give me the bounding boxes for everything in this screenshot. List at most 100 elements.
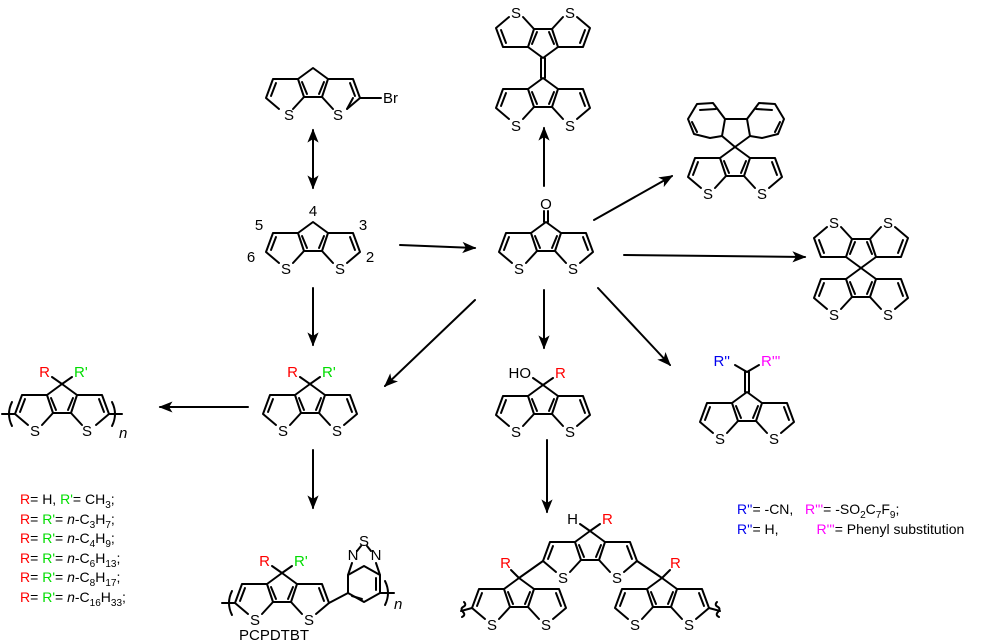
legend-text: = -SO — [823, 501, 861, 517]
legend-text: n — [67, 530, 75, 546]
atom-s: S — [304, 612, 314, 629]
atom-s: S — [511, 118, 521, 135]
r-label: R — [20, 530, 31, 546]
r-prime-label: R' — [60, 491, 73, 507]
substituent-r-triple-prime: R''' — [761, 353, 781, 370]
atom-s: S — [511, 5, 521, 22]
arrow-ketone-to-spirofluorene — [593, 175, 674, 221]
legend-text: = H, — [30, 491, 61, 507]
substituent-r: R — [602, 511, 613, 528]
r-double-prime-label: R'' — [737, 520, 753, 537]
legend-text: ; — [110, 530, 115, 546]
atom-s: S — [332, 423, 342, 440]
substituent-r: R — [500, 555, 511, 572]
arrow-cpdt-to-ketone — [399, 241, 477, 254]
arrows — [158, 126, 807, 514]
atom-s: S — [487, 617, 497, 634]
molecule-dialkyl-cpdt: R R' S S — [262, 364, 358, 440]
r-label: R — [20, 491, 31, 507]
r-triple-prime-label: R''' — [804, 501, 824, 517]
atom-s: S — [769, 431, 779, 448]
hydroxyl-label: HO — [509, 365, 532, 382]
arrow-ketone-to-spirobi — [623, 251, 807, 263]
legend-text: H — [95, 530, 106, 546]
atom-s: S — [511, 424, 521, 441]
legend-line: R''= H,R'''= Phenyl substitution — [737, 520, 964, 540]
atom-s: S — [883, 307, 893, 324]
atom-s: S — [829, 307, 839, 324]
legend-text: = -CN, — [752, 501, 794, 517]
substituent-r: R — [39, 364, 50, 381]
subscript: 7 — [875, 509, 882, 521]
atom-s: S — [514, 261, 524, 278]
subscript: 13 — [105, 558, 117, 570]
subscript: 7 — [105, 519, 111, 531]
atom-s: S — [684, 617, 694, 634]
molecule-pcpdt-polymer: R R' S S n — [1, 364, 127, 442]
substituent-r: R — [670, 555, 681, 572]
r-double-prime-label: R'' — [737, 501, 753, 517]
molecule-pcpdtbt: R R' S S S N N n PCPDTBT — [221, 533, 402, 644]
substituent-r-prime: R' — [74, 364, 88, 381]
legend-text: ; — [110, 491, 115, 507]
legend-text: = — [30, 588, 43, 605]
legend-line: R= R'= n-C6H13; — [20, 549, 126, 569]
legend-text: ; — [895, 501, 900, 517]
arrow-ketone-to-vinylidene — [597, 287, 671, 367]
subscript: 33 — [110, 597, 123, 609]
subscript: 17 — [105, 577, 117, 589]
atom-s: S — [558, 570, 568, 587]
subscript: 4 — [89, 538, 96, 550]
position-4-label: 4 — [309, 203, 317, 220]
legend-text: H — [100, 588, 111, 605]
legend-text: -C — [74, 530, 90, 546]
arrow-ketone-to-dialkyl — [383, 299, 476, 387]
molecule-cpdt-alcohol: HO R S S — [495, 365, 591, 441]
legend-line: R= R'= n-C3H7; — [20, 510, 126, 530]
atom-h: H — [567, 511, 578, 528]
legend-text: = — [30, 510, 43, 527]
atom-s: S — [278, 423, 288, 440]
legend-text: -C — [74, 510, 90, 527]
legend-line: R= R'= n-C16H33; — [20, 588, 126, 608]
legend-text: n — [67, 510, 75, 527]
r-triple-prime-label: R''' — [816, 520, 835, 537]
atom-s: S — [284, 107, 294, 124]
legend-substituents-r-double-triple: R''= -CN, R'''= -SO2C7F9; R''= H,R'''= P… — [737, 500, 964, 539]
r-label: R — [20, 588, 31, 605]
substituent-r: R — [259, 553, 270, 570]
atom-s: S — [250, 612, 260, 629]
atom-s: S — [82, 423, 92, 440]
substituent-r: R — [555, 365, 566, 382]
legend-line: R''= -CN, R'''= -SO2C7F9; — [737, 500, 964, 520]
atom-s: S — [281, 261, 291, 278]
subscript: 3 — [89, 519, 96, 531]
legend-line: R= R'= n-C4H9; — [20, 529, 126, 549]
substituent-r: R — [287, 364, 298, 381]
legend-line: R= H, R'= CH3; — [20, 490, 126, 510]
subscript: 6 — [89, 558, 96, 570]
atom-s: S — [715, 431, 725, 448]
atom-s: S — [883, 215, 893, 232]
substituent-r-prime: R' — [322, 364, 336, 381]
legend-text: n — [67, 569, 75, 585]
subscript: 9 — [105, 538, 111, 550]
legend-text: n — [67, 549, 75, 566]
position-5-label: 5 — [255, 217, 263, 234]
legend-text: H — [95, 569, 106, 585]
r-label: R — [20, 510, 31, 527]
legend-line: R= R'= n-C8H17; — [20, 568, 126, 588]
r-label: R — [20, 549, 31, 566]
atom-s: S — [630, 617, 640, 634]
atom-s: S — [757, 186, 767, 203]
repeat-unit-n: n — [119, 425, 127, 442]
atom-s: S — [568, 261, 578, 278]
atom-s: S — [565, 5, 575, 22]
r-prime-label: R' — [42, 549, 55, 566]
molecule-bromo-cpdt: S S Br — [265, 67, 398, 124]
atom-n: N — [371, 547, 382, 564]
legend-text: H — [95, 510, 106, 527]
atom-s: S — [565, 118, 575, 135]
atom-s: S — [30, 423, 40, 440]
legend-text: ; — [122, 588, 126, 605]
